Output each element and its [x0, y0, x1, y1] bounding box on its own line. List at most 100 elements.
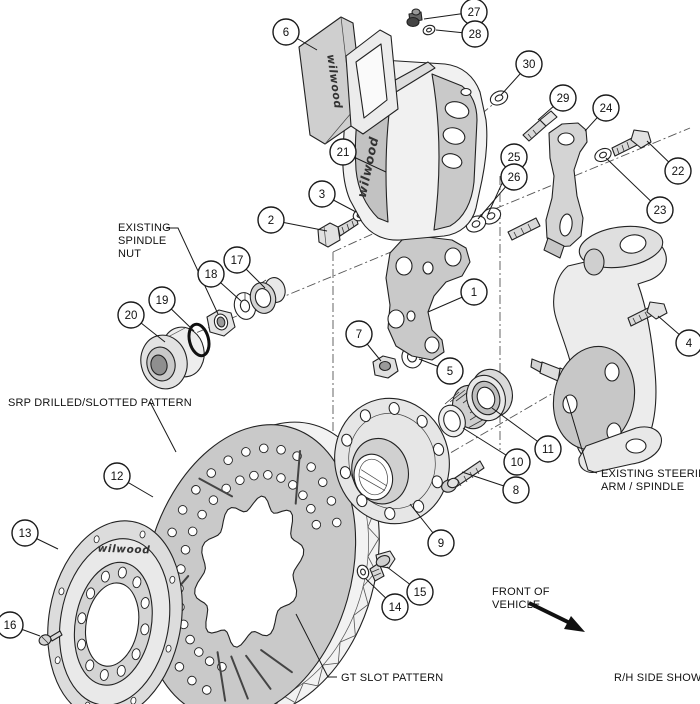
label-existing-steering-arm-line-2: ARM / SPINDLE — [601, 481, 684, 493]
callout-28: 28 — [435, 20, 489, 48]
label-existing-spindle-nut-line-2: SPINDLE — [118, 235, 166, 247]
callout-number-17: 17 — [231, 255, 244, 267]
callout-22: 22 — [646, 140, 692, 185]
callout-number-18: 18 — [205, 269, 218, 281]
mount-bolt — [317, 216, 359, 248]
steering-knuckle — [530, 225, 667, 473]
rotor-hat: wilwood — [47, 520, 183, 704]
callout-3: 3 — [308, 180, 357, 213]
label-existing-steering-arm: EXISTING STEERINGARM / SPINDLE — [565, 395, 700, 493]
hub — [334, 397, 450, 525]
callout-number-16: 16 — [4, 620, 17, 632]
callouts: 1234567891011121314151617181920212223242… — [0, 0, 700, 639]
callout-15: 15 — [386, 566, 434, 606]
callout-11: 11 — [491, 407, 562, 463]
rotor-bolt-washer — [356, 564, 370, 580]
callout-number-11: 11 — [542, 444, 554, 456]
callout-4: 4 — [657, 315, 700, 357]
callout-8: 8 — [461, 471, 530, 504]
callout-25: 25 — [487, 143, 528, 215]
callout-2: 2 — [257, 206, 328, 234]
callout-number-22: 22 — [672, 166, 685, 178]
callout-17: 17 — [223, 246, 266, 289]
callout-number-27: 27 — [468, 7, 481, 19]
label-gt-slot-pattern: GT SLOT PATTERN — [295, 613, 443, 684]
callout-number-5: 5 — [447, 366, 453, 378]
hat-bolt-holes — [54, 530, 176, 704]
callout-number-24: 24 — [600, 103, 613, 115]
o-ring — [187, 322, 211, 358]
callout-14: 14 — [365, 578, 409, 621]
callout-number-9: 9 — [438, 538, 444, 550]
bleed-screw — [406, 8, 423, 28]
rotor-face-pattern — [155, 443, 342, 702]
washer-23 — [594, 147, 612, 163]
callout-6: 6 — [272, 18, 318, 51]
radial-bracket — [543, 122, 588, 259]
callout-number-28: 28 — [469, 29, 482, 41]
hat-screw — [38, 630, 63, 646]
callout-number-12: 12 — [111, 471, 124, 483]
callout-30: 30 — [500, 50, 543, 96]
callout-5: 5 — [418, 357, 464, 385]
callout-number-15: 15 — [414, 587, 427, 599]
label-rh-side-shown-line-1: R/H SIDE SHOWN — [614, 672, 700, 684]
label-rh-side-shown: R/H SIDE SHOWN — [614, 672, 700, 684]
callout-number-21: 21 — [337, 147, 350, 159]
callout-number-7: 7 — [356, 329, 362, 341]
callout-number-26: 26 — [508, 172, 521, 184]
front-of-vehicle-arrow — [528, 601, 585, 632]
caliper-bracket — [385, 235, 471, 361]
label-existing-spindle-nut-line-3: NUT — [118, 248, 141, 260]
rotor-bolt — [369, 550, 396, 582]
hat-brand-script: wilwood — [97, 543, 150, 557]
label-srp-pattern: SRP DRILLED/SLOTTED PATTERN — [8, 397, 192, 453]
bracket-nut — [372, 355, 399, 379]
callout-number-19: 19 — [156, 295, 169, 307]
label-existing-spindle-nut-line-1: EXISTING — [118, 222, 171, 234]
knuckle-bolt — [627, 301, 668, 327]
callout-number-1: 1 — [471, 287, 477, 299]
callout-number-14: 14 — [389, 602, 402, 614]
callout-23: 23 — [605, 157, 674, 224]
label-front-of-vehicle-line-1: FRONT OF — [492, 586, 550, 598]
callout-number-6: 6 — [283, 27, 289, 39]
callout-27: 27 — [423, 0, 488, 26]
callout-26: 26 — [477, 163, 528, 220]
bracket-stud — [507, 217, 541, 241]
label-existing-steering-arm-line-1: EXISTING STEERING — [601, 468, 700, 480]
bolt-22 — [611, 129, 652, 157]
callout-number-3: 3 — [319, 189, 325, 201]
callout-16: 16 — [0, 611, 41, 639]
callout-10: 10 — [462, 427, 531, 476]
callout-13: 13 — [11, 519, 59, 550]
washer-25 — [480, 207, 502, 225]
label-gt-slot-pattern-line-1: GT SLOT PATTERN — [341, 672, 443, 684]
dust-cap — [140, 326, 205, 390]
callout-number-20: 20 — [125, 310, 138, 322]
callout-number-30: 30 — [523, 59, 536, 71]
grease-seal — [466, 368, 513, 422]
callout-number-13: 13 — [19, 528, 32, 540]
callout-number-2: 2 — [268, 215, 274, 227]
outer-bearing — [249, 277, 286, 314]
rotor — [142, 421, 380, 704]
washer-30 — [489, 90, 509, 106]
callout-21: 21 — [329, 138, 387, 173]
callout-24: 24 — [584, 94, 620, 132]
callout-7: 7 — [345, 320, 382, 362]
callout-1: 1 — [427, 278, 488, 313]
label-front-of-vehicle-line-2: VEHICLE — [492, 599, 540, 611]
callout-number-29: 29 — [557, 93, 570, 105]
bleed-washer — [422, 24, 436, 36]
callout-20: 20 — [117, 301, 166, 343]
callout-number-10: 10 — [511, 457, 524, 469]
bracket-stud-29 — [522, 110, 558, 142]
callout-number-8: 8 — [513, 485, 519, 497]
spindle-nut — [206, 309, 236, 337]
hub-stud-holes — [339, 402, 445, 520]
